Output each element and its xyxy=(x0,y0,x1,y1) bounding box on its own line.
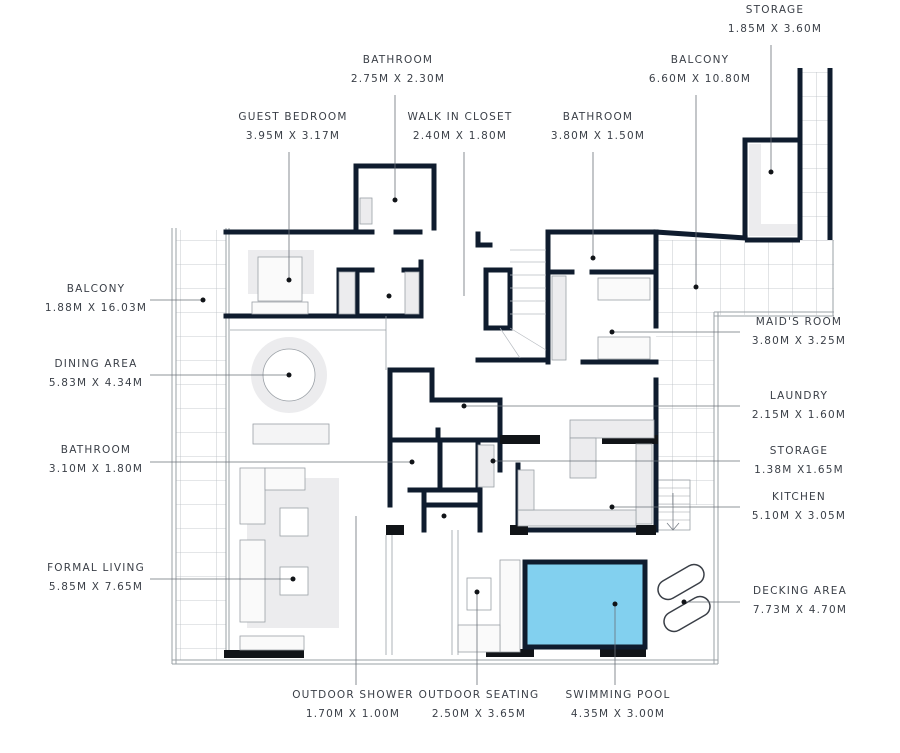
label-bathroom-top: BATHROOM 2.75M X 2.30M xyxy=(350,54,446,85)
swimming-pool xyxy=(522,559,648,650)
label-outdoor-seating: OUTDOOR SEATING 2.50M X 3.65M xyxy=(418,689,540,720)
furniture xyxy=(239,197,655,653)
label-outdoor-shower: OUTDOOR SHOWER 1.70M X 1.00M xyxy=(292,689,414,720)
label-laundry: LAUNDRY 2.15M X 1.60M xyxy=(751,390,847,421)
label-walk-in-closet: WALK IN CLOSET 2.40M X 1.80M xyxy=(407,111,513,142)
right-balcony xyxy=(655,72,834,664)
leader-lines xyxy=(150,45,772,685)
label-bathroom-left: BATHROOM 3.10M X 1.80M xyxy=(48,444,144,475)
left-balcony xyxy=(171,228,718,665)
label-decking-area: DECKING AREA 7.73M X 4.70M xyxy=(752,585,848,616)
label-kitchen: KITCHEN 5.10M X 3.05M xyxy=(751,491,847,522)
walls xyxy=(223,163,748,533)
label-formal-living: FORMAL LIVING 5.85M X 7.65M xyxy=(47,562,145,593)
label-storage-right: STORAGE 1.38M X1.65M xyxy=(754,445,844,476)
label-maids-room: MAID'S ROOM 3.80M X 3.25M xyxy=(751,316,847,347)
staircase xyxy=(499,249,547,359)
label-swimming-pool: SWIMMING POOL 4.35M X 3.00M xyxy=(565,689,671,720)
label-guest-bedroom: GUEST BEDROOM 3.95M X 3.17M xyxy=(238,111,348,142)
label-balcony-left: BALCONY 1.88M X 16.03M xyxy=(44,283,148,314)
label-storage-top: STORAGE 1.85M X 3.60M xyxy=(727,4,823,35)
storage-tower xyxy=(742,68,833,243)
label-dining-area: DINING AREA 5.83M X 4.34M xyxy=(48,358,144,389)
room-markers xyxy=(200,169,774,607)
label-balcony-right: BALCONY 6.60M X 10.80M xyxy=(648,54,752,85)
outdoor-lines xyxy=(230,316,459,655)
sun-loungers xyxy=(657,563,711,633)
label-bathroom-maid: BATHROOM 3.80M X 1.50M xyxy=(550,111,646,142)
